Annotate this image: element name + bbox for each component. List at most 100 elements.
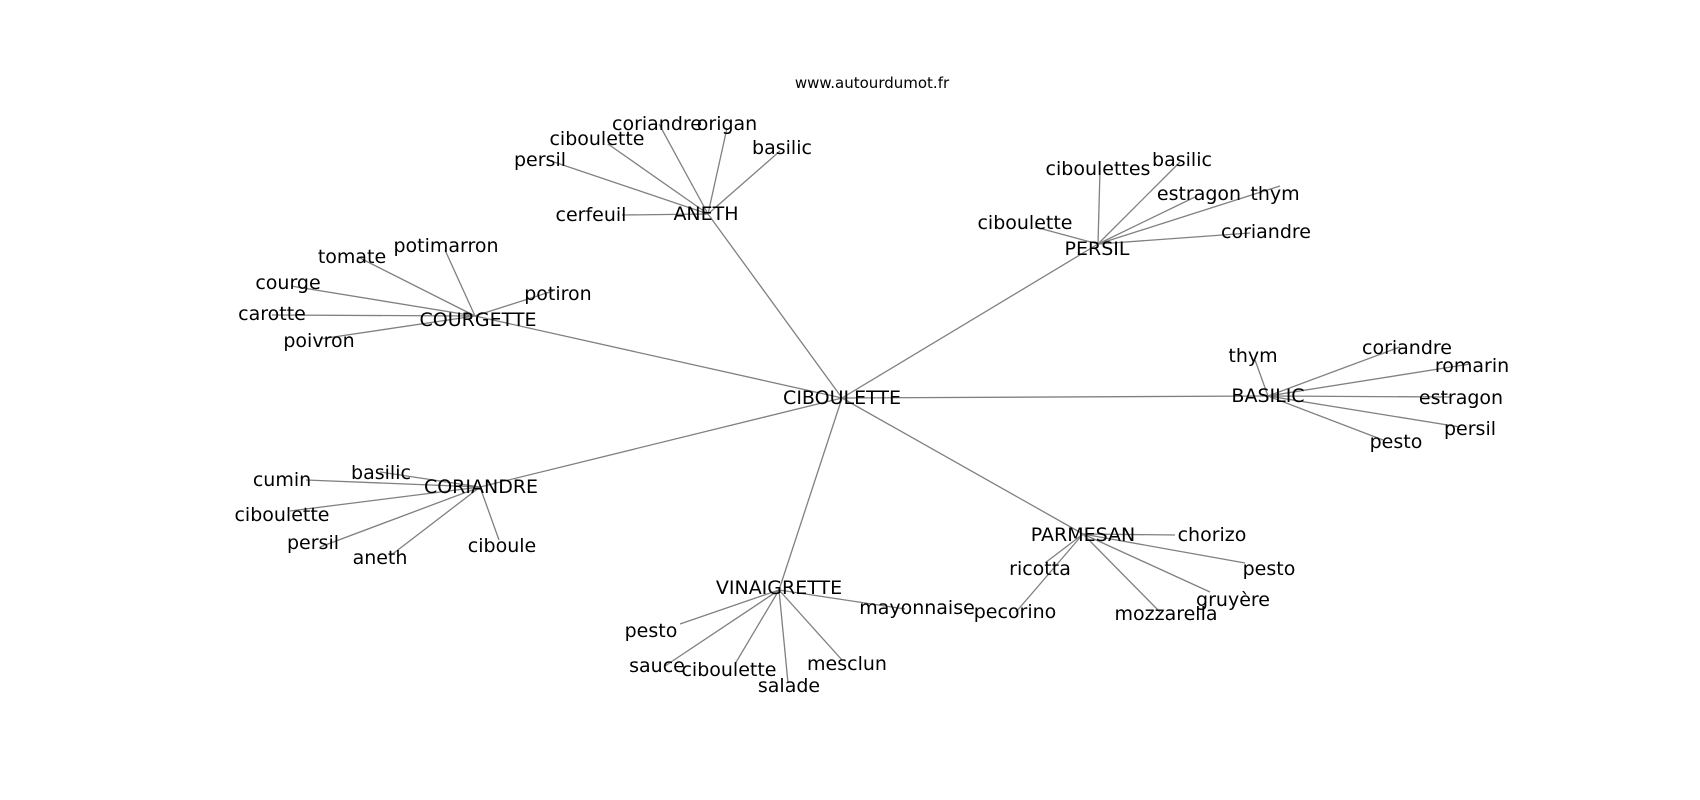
hub-node-vinaigrette: VINAIGRETTE bbox=[716, 577, 842, 599]
leaf-node-courgette-courge: courge bbox=[255, 272, 320, 294]
edge-center-parmesan bbox=[841, 397, 1084, 535]
edge-coriandre-ciboulette bbox=[289, 486, 481, 512]
edge-persil-ciboulettes bbox=[1097, 169, 1101, 245]
edge-aneth-persil bbox=[553, 161, 709, 215]
edge-persil-ciboulette bbox=[1034, 226, 1099, 245]
edge-vinaigrette-pesto bbox=[679, 589, 780, 625]
leaf-node-persil-coriandre: coriandre bbox=[1221, 221, 1311, 243]
leaf-node-coriandre-aneth: aneth bbox=[353, 547, 408, 569]
edge-basilic-thym bbox=[1254, 359, 1269, 397]
edge-persil-estragon bbox=[1097, 196, 1196, 245]
leaf-node-courgette-potiron: potiron bbox=[524, 283, 591, 305]
leaf-node-coriandre-cumin: cumin bbox=[253, 469, 311, 491]
center-node-ciboulette: CIBOULETTE bbox=[783, 387, 901, 409]
leaf-node-aneth-persil: persil bbox=[514, 149, 566, 171]
leaf-node-coriandre-persil: persil bbox=[287, 532, 339, 554]
edge-vinaigrette-salade bbox=[778, 589, 789, 684]
edge-courgette-potiron bbox=[474, 290, 554, 317]
leaf-node-aneth-origan: origan bbox=[697, 113, 757, 135]
leaf-node-parmesan-gruyere: gruyère bbox=[1196, 589, 1270, 611]
leaf-node-aneth-cerfeuil: cerfeuil bbox=[556, 204, 627, 226]
leaf-node-persil-ciboulette: ciboulette bbox=[977, 212, 1072, 234]
edge-aneth-cerfeuil bbox=[621, 213, 709, 216]
leaf-node-basilic-coriandre: coriandre bbox=[1362, 337, 1452, 359]
edge-basilic-coriandre bbox=[1267, 346, 1401, 397]
hub-node-aneth: ANETH bbox=[673, 203, 738, 225]
leaf-node-vinaigrette-mayonnaise: mayonnaise bbox=[859, 597, 975, 619]
hub-node-persil: PERSIL bbox=[1065, 238, 1130, 260]
leaf-node-vinaigrette-salade: salade bbox=[758, 675, 820, 697]
edge-center-coriandre bbox=[479, 397, 843, 488]
edge-coriandre-ciboule bbox=[479, 486, 500, 541]
edge-coriandre-cumin bbox=[305, 479, 481, 488]
leaf-node-basilic-persil: persil bbox=[1444, 418, 1496, 440]
leaf-node-courgette-poivron: poivron bbox=[283, 330, 354, 352]
edge-vinaigrette-mayonnaise bbox=[778, 589, 906, 610]
leaf-node-aneth-coriandre: coriandre bbox=[612, 113, 702, 135]
edge-center-courgette bbox=[474, 315, 843, 399]
leaf-node-parmesan-ricotta: ricotta bbox=[1009, 558, 1071, 580]
leaf-node-vinaigrette-sauce: sauce bbox=[629, 655, 685, 677]
leaf-node-parmesan-pesto: pesto bbox=[1243, 558, 1296, 580]
edge-basilic-persil bbox=[1267, 395, 1461, 428]
edge-aneth-ciboulette bbox=[607, 143, 709, 215]
leaf-node-basilic-thym: thym bbox=[1228, 345, 1277, 367]
leaf-node-basilic-pesto: pesto bbox=[1370, 431, 1423, 453]
edge-coriandre-persil bbox=[319, 486, 481, 548]
edge-center-persil bbox=[841, 243, 1099, 399]
edge-courgette-potimarron bbox=[444, 249, 476, 317]
hub-node-basilic: BASILIC bbox=[1231, 385, 1304, 407]
leaf-node-vinaigrette-pesto: pesto bbox=[625, 620, 678, 642]
graph-labels: CIBOULETTEpersilciboulettecoriandreoriga… bbox=[234, 113, 1509, 697]
edge-courgette-carotte bbox=[271, 314, 476, 317]
hub-node-parmesan: PARMESAN bbox=[1031, 524, 1135, 546]
leaf-node-courgette-carotte: carotte bbox=[238, 303, 306, 325]
leaf-node-courgette-tomate: tomate bbox=[318, 246, 386, 268]
leaf-node-coriandre-ciboule: ciboule bbox=[468, 535, 536, 557]
leaf-node-vinaigrette-ciboulette: ciboulette bbox=[681, 659, 776, 681]
edge-aneth-basilic bbox=[707, 150, 781, 215]
edge-center-vinaigrette bbox=[778, 397, 843, 591]
edge-vinaigrette-ciboulette bbox=[734, 589, 780, 665]
edge-parmesan-pesto bbox=[1082, 533, 1246, 564]
edge-basilic-estragon bbox=[1267, 395, 1451, 398]
edge-parmesan-ricotta bbox=[1044, 533, 1084, 564]
edge-aneth-coriandre bbox=[658, 123, 709, 215]
edge-courgette-tomate bbox=[357, 256, 476, 317]
edge-parmesan-gruyere bbox=[1082, 533, 1211, 593]
leaf-node-persil-basilic: basilic bbox=[1152, 149, 1212, 171]
leaf-node-coriandre-ciboulette: ciboulette bbox=[234, 504, 329, 526]
edge-basilic-romarin bbox=[1267, 363, 1471, 397]
leaf-node-coriandre-basilic: basilic bbox=[351, 462, 411, 484]
edge-coriandre-aneth bbox=[389, 486, 481, 557]
hub-node-coriandre: CORIANDRE bbox=[424, 476, 538, 498]
leaf-node-aneth-basilic: basilic bbox=[752, 137, 812, 159]
edge-vinaigrette-sauce bbox=[664, 589, 780, 667]
leaf-node-aneth-ciboulette: ciboulette bbox=[549, 128, 644, 150]
edge-basilic-pesto bbox=[1267, 395, 1384, 441]
edge-persil-coriandre bbox=[1097, 232, 1251, 245]
edge-parmesan-pecorino bbox=[1015, 533, 1084, 613]
edge-persil-basilic bbox=[1097, 161, 1181, 245]
edge-parmesan-chorizo bbox=[1082, 533, 1176, 536]
hub-node-courgette: COURGETTE bbox=[420, 309, 537, 331]
edge-aneth-origan bbox=[707, 127, 728, 215]
edge-persil-thym bbox=[1097, 185, 1281, 245]
edge-courgette-courge bbox=[290, 285, 476, 317]
edge-center-basilic bbox=[841, 395, 1269, 399]
leaf-node-parmesan-chorizo: chorizo bbox=[1178, 524, 1247, 546]
site-url: www.autourdumot.fr bbox=[795, 74, 950, 92]
leaf-node-courgette-potimarron: potimarron bbox=[393, 235, 498, 257]
edge-parmesan-mozzarella bbox=[1082, 533, 1161, 613]
edge-coriandre-basilic bbox=[379, 471, 481, 488]
leaf-node-parmesan-mozzarella: mozzarella bbox=[1114, 603, 1217, 625]
edge-center-aneth bbox=[707, 213, 843, 399]
leaf-node-parmesan-pecorino: pecorino bbox=[974, 601, 1057, 623]
edge-courgette-poivron bbox=[319, 315, 476, 340]
leaf-node-vinaigrette-mesclun: mesclun bbox=[807, 653, 887, 675]
leaf-node-persil-ciboulettes: ciboulettes bbox=[1046, 158, 1151, 180]
leaf-node-basilic-estragon: estragon bbox=[1419, 387, 1503, 409]
leaf-node-persil-estragon: estragon bbox=[1157, 183, 1241, 205]
graph-edges bbox=[271, 123, 1471, 684]
